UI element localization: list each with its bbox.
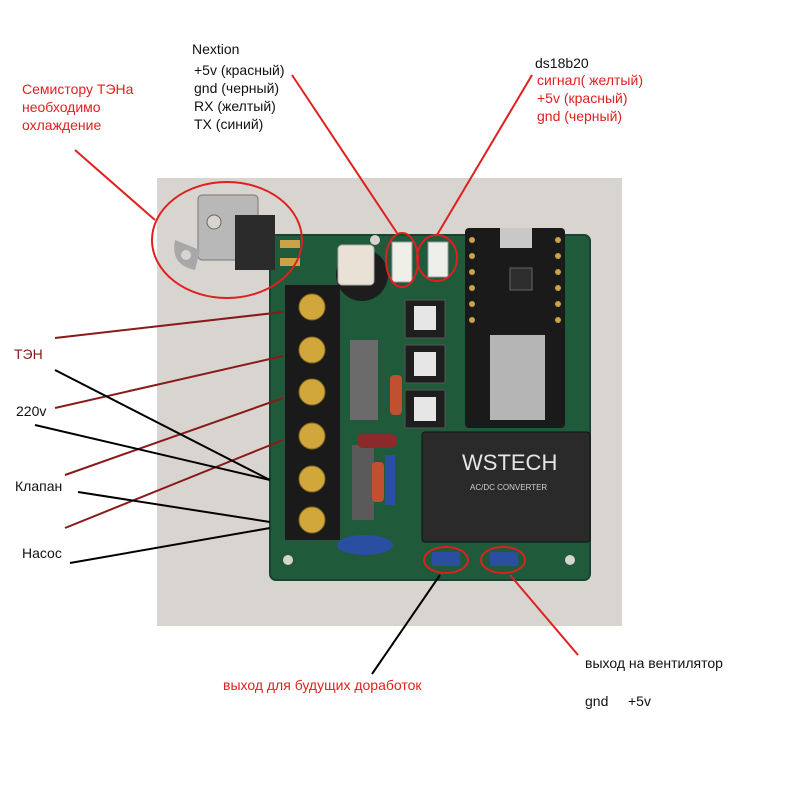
nextion-connector (391, 241, 413, 283)
nextion-title: Nextion (192, 41, 240, 57)
fan-gnd-label: gnd (585, 693, 609, 709)
fan-output-title: выход на вентилятор (585, 655, 723, 671)
mount-hole (565, 555, 575, 565)
fan-5v-label: +5v (628, 693, 651, 709)
converter-sub: AC/DC CONVERTER (470, 483, 547, 492)
nasos-label: Насос (22, 545, 62, 561)
triac (174, 194, 300, 270)
fan-output-circle (480, 546, 526, 574)
v220-label: 220v (16, 403, 47, 419)
ten-label: ТЭН (14, 346, 43, 362)
future-output-header (432, 552, 460, 566)
fan-output-header (490, 552, 518, 566)
ds18b20-title: ds18b20 (535, 55, 589, 71)
esp-module (465, 228, 565, 428)
mount-hole (370, 235, 380, 245)
terminal-blocks (285, 285, 340, 540)
future-output-circle (423, 546, 469, 574)
semistor-note: Семистору ТЭНа необходимо охлаждение (22, 81, 134, 133)
ds18b20-pins: сигнал( желтый) +5v (красный) gnd (черны… (537, 72, 643, 124)
converter-brand: WSTECH (462, 450, 557, 475)
mount-hole (283, 555, 293, 565)
ds18b20-connector (427, 241, 449, 278)
triac-circle (151, 181, 303, 299)
acdc-converter: WSTECH AC/DC CONVERTER (421, 431, 591, 543)
future-output-label: выход для будущих доработок (223, 677, 422, 693)
nextion-pins: +5v (красный) gnd (черный) RX (желтый) T… (194, 62, 285, 132)
klapan-label: Клапан (15, 478, 63, 494)
